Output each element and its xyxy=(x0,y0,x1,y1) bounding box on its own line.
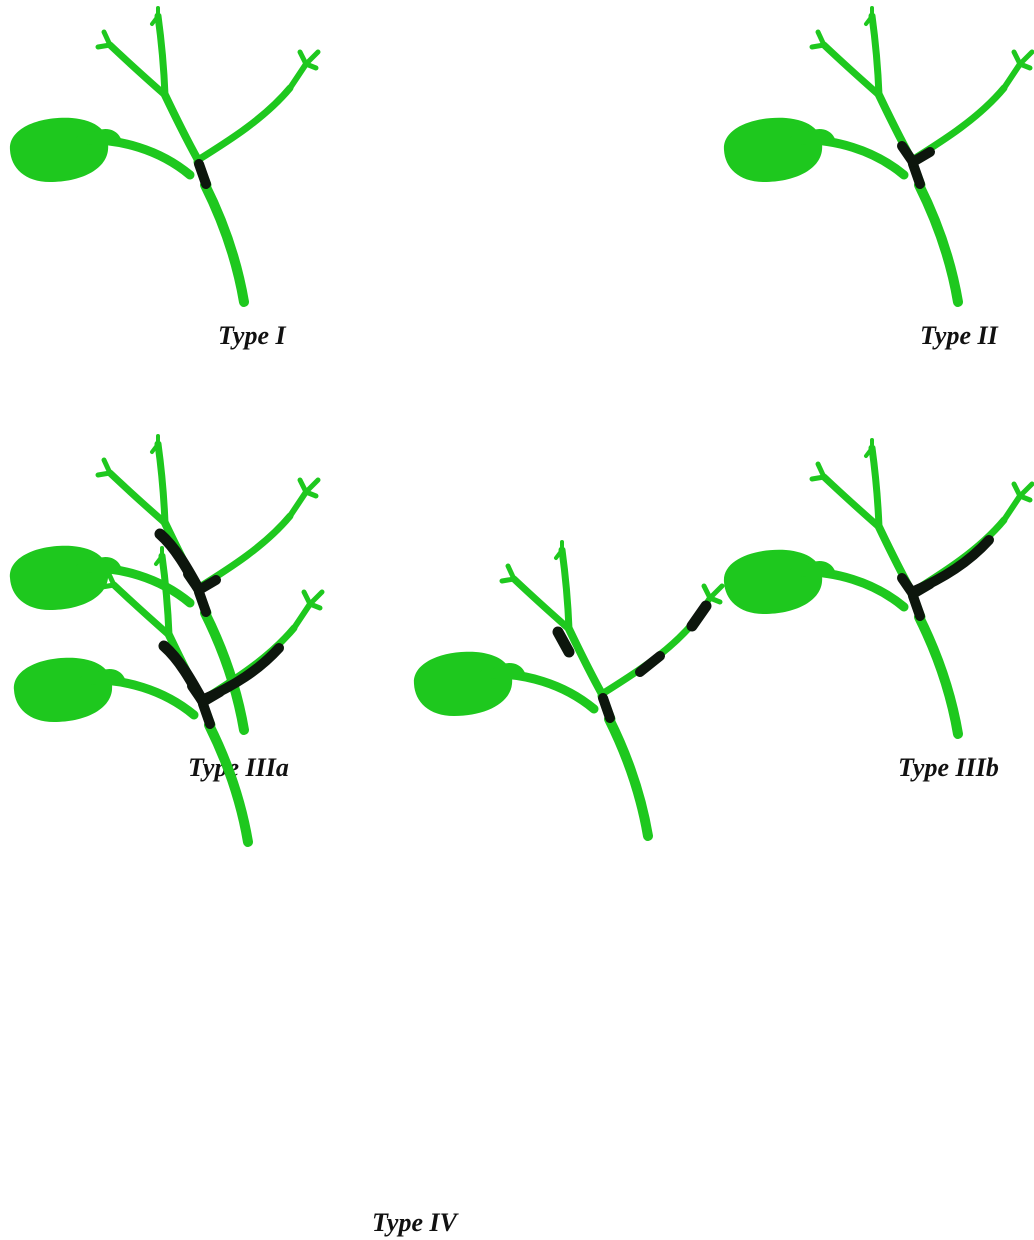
right-branch-a xyxy=(824,477,879,527)
left-fork-3 xyxy=(710,598,720,602)
involved-segment-left-hepatic xyxy=(912,540,989,592)
involved-segment-right-secondary xyxy=(558,632,569,652)
right-branch-a xyxy=(110,45,165,95)
biliary-tree-diagram xyxy=(714,432,1034,742)
biliary-tree-diagram xyxy=(4,540,334,850)
left-branch xyxy=(1004,64,1020,88)
gallbladder xyxy=(724,550,822,614)
right-branch-b xyxy=(162,556,169,635)
right-a-fork-2 xyxy=(104,32,110,45)
involved-segment-common-hepatic xyxy=(199,164,206,184)
left-branch xyxy=(294,604,310,628)
caption-type-iiib: Type IIIb xyxy=(898,755,999,781)
panel-type-i xyxy=(0,0,330,310)
right-hepatic-duct xyxy=(165,95,198,160)
common-bile-duct xyxy=(209,725,248,842)
common-bile-duct xyxy=(609,719,648,836)
involved-segment-right-hepatic xyxy=(164,646,202,700)
involved-segment-common-hepatic xyxy=(603,698,610,718)
right-branch-b xyxy=(562,550,569,629)
right-a-fork-2 xyxy=(818,32,824,45)
right-branch-b xyxy=(158,444,165,523)
left-hepatic-duct xyxy=(602,622,694,694)
biliary-tree-diagram xyxy=(714,0,1034,310)
right-branch-b xyxy=(872,448,879,527)
panel-type-iiib xyxy=(714,432,1034,742)
left-hepatic-duct xyxy=(198,88,290,160)
common-bile-duct xyxy=(205,185,244,302)
left-branch xyxy=(1004,496,1020,520)
left-fork-3 xyxy=(310,604,320,608)
biliary-tree-diagram xyxy=(404,534,734,844)
gallbladder xyxy=(10,118,108,182)
involved-segment-confluence-1 xyxy=(913,152,930,162)
caption-type-iv: Type IV xyxy=(372,1210,457,1236)
right-hepatic-duct xyxy=(569,629,602,694)
right-branch-b xyxy=(158,16,165,95)
common-bile-duct xyxy=(919,185,958,302)
panel-type-iv-b xyxy=(404,534,734,844)
left-fork-3 xyxy=(306,492,316,496)
involved-segment-common-hepatic xyxy=(913,596,920,616)
right-a-fork-2 xyxy=(508,566,514,579)
gallbladder xyxy=(14,658,112,722)
left-fork-3 xyxy=(306,64,316,68)
left-branch xyxy=(290,492,306,516)
left-fork-3 xyxy=(1020,64,1030,68)
common-bile-duct xyxy=(919,617,958,734)
caption-type-i: Type I xyxy=(218,323,286,349)
gallbladder xyxy=(414,652,512,716)
involved-segment-left-hepatic xyxy=(202,648,279,700)
panel-type-iv-a xyxy=(4,540,334,850)
right-a-fork-2 xyxy=(104,460,110,473)
involved-segment-left-skip-1 xyxy=(640,656,660,672)
right-a-fork-2 xyxy=(818,464,824,477)
right-branch-a xyxy=(110,473,165,523)
involved-segment-left-tip xyxy=(692,606,706,626)
caption-type-ii: Type II xyxy=(920,323,998,349)
panel-type-ii xyxy=(714,0,1034,310)
involved-segment-common-hepatic xyxy=(203,704,210,724)
right-branch-a xyxy=(514,579,569,629)
right-branch-b xyxy=(872,16,879,95)
involved-segment-common-hepatic xyxy=(913,164,920,184)
left-branch xyxy=(290,64,306,88)
biliary-tree-diagram xyxy=(0,0,330,310)
right-a-fork-2 xyxy=(108,572,114,585)
left-fork-3 xyxy=(1020,496,1030,500)
right-branch-a xyxy=(824,45,879,95)
gallbladder xyxy=(724,118,822,182)
right-branch-a xyxy=(114,585,169,635)
